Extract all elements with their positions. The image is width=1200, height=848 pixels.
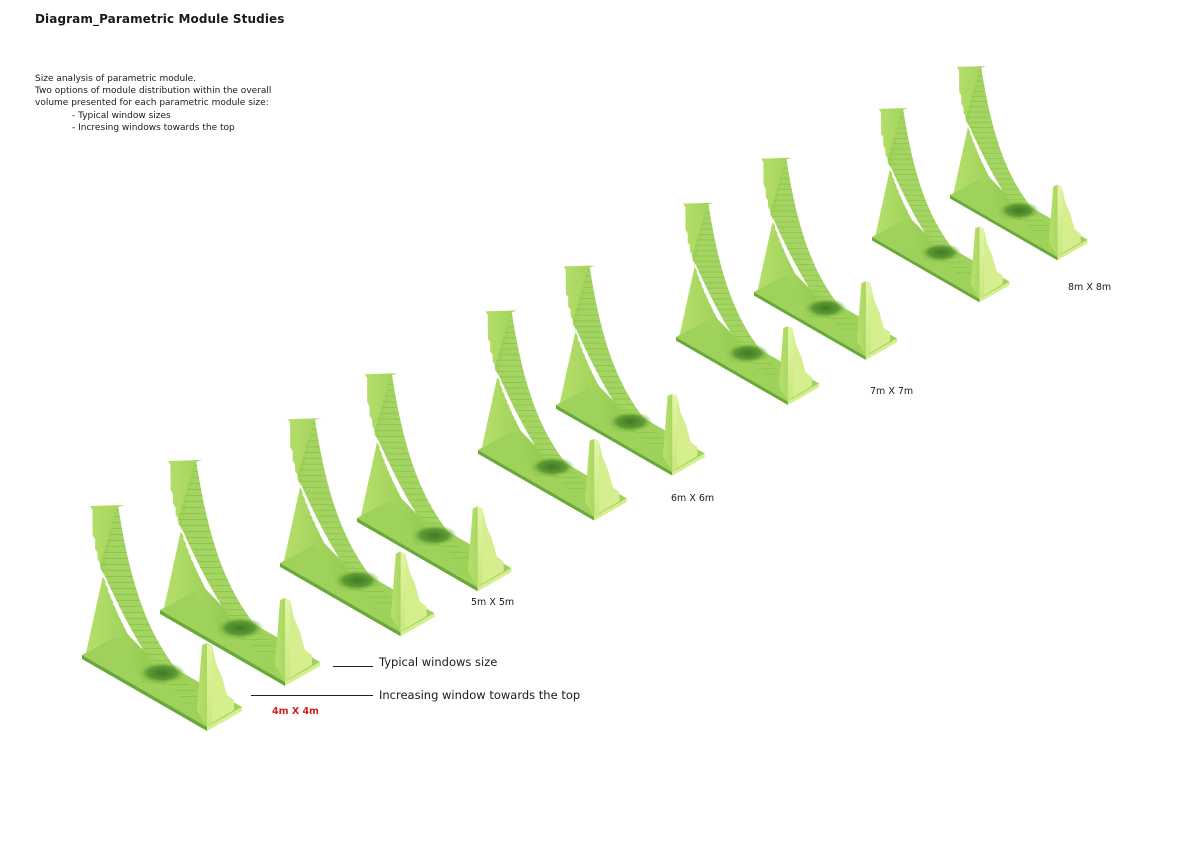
module-model-typical — [754, 157, 898, 361]
module-model-typical — [950, 66, 1088, 261]
size-label-8m: 8m X 8m — [1068, 282, 1112, 293]
size-label-7m: 7m X 7m — [870, 386, 914, 397]
description-block: Size analysis of parametric module. Two … — [35, 73, 271, 134]
description-line: Two options of module distribution withi… — [35, 86, 272, 97]
module-model-typical — [160, 460, 320, 686]
size-label-5m: 5m X 5m — [471, 597, 515, 608]
diagram-title: Diagram_Parametric Module Studies — [35, 12, 285, 26]
legend-label-typical: Typical windows size — [379, 655, 498, 669]
module-model-typical — [556, 265, 705, 476]
module-model-increasing — [280, 418, 435, 637]
description-bullet: - Incresing windows towards the top — [72, 122, 235, 133]
legend-line-typical — [333, 666, 373, 667]
description-bullet: - Typical window sizes — [72, 110, 171, 121]
size-label-4m: 4m X 4m — [272, 706, 319, 717]
legend-line-increasing — [251, 695, 373, 696]
module-model-increasing — [82, 505, 242, 731]
module-model-typical — [357, 373, 512, 592]
module-model-increasing — [478, 310, 627, 521]
size-label-6m: 6m X 6m — [671, 493, 715, 504]
legend-label-increasing: Increasing window towards the top — [379, 688, 581, 702]
module-model-increasing — [676, 202, 820, 406]
module-model-increasing — [872, 108, 1010, 303]
description-line: volume presented for each parametric mod… — [35, 98, 269, 109]
description-line: Size analysis of parametric module. — [35, 74, 197, 84]
